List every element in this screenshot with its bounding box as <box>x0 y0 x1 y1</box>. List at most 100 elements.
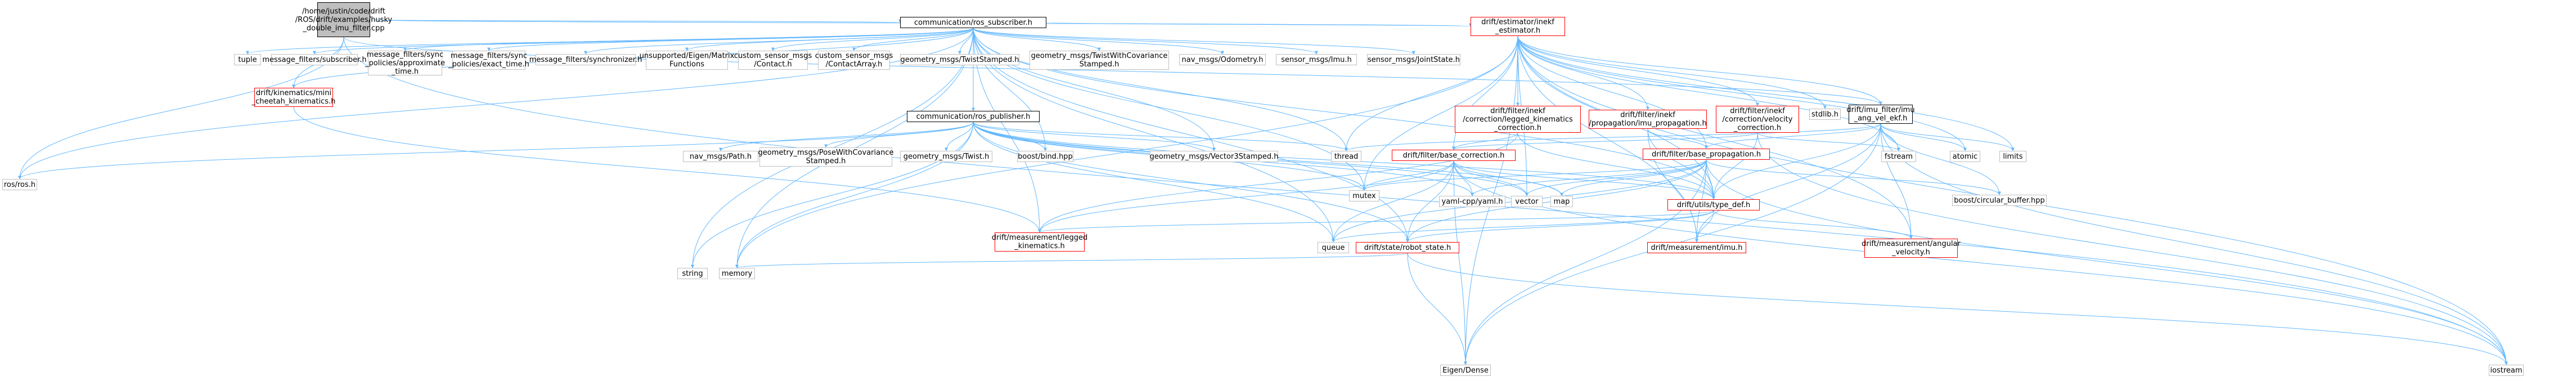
edge-type_def-to-queue <box>1332 210 1714 243</box>
edge-imu_filter-to-circular <box>1880 123 2001 195</box>
node-legged-correction[interactable]: drift/filter/inekf /correction/legged_ki… <box>1455 106 1581 133</box>
edge-base_corr-to-robot_state <box>1406 160 1454 243</box>
node-msg-approx: message_filters/sync _policies/approxima… <box>365 50 445 76</box>
node-base-correction[interactable]: drift/filter/base_correction.h <box>1392 150 1516 161</box>
edge-ros_publisher-to-string <box>691 122 974 268</box>
node-type-def[interactable]: drift/utils/type_def.h <box>1667 199 1760 210</box>
edge-ros_publisher-to-nav_path <box>719 122 974 151</box>
edge-estimator-to-fstream <box>1517 35 1900 151</box>
edge-ros_publisher-to-memory <box>735 122 974 268</box>
edge-imu_filter-to-iostream <box>1880 123 2508 365</box>
node-memory: memory <box>719 268 755 279</box>
node-imu-filter[interactable]: drift/imu_filter/imu _ang_vel_ekf.h <box>1846 105 1915 124</box>
edge-imu_filter-to-thread <box>1345 123 1881 151</box>
edge-base_prop-to-mutex <box>1363 159 1707 191</box>
edge-estimator-to-stdlib <box>1517 35 1827 109</box>
node-angular-velocity[interactable]: drift/measurement/angular _velocity.h <box>1862 239 1961 258</box>
node-root-file: /home/justin/code/drift /ROS/drift/examp… <box>295 2 392 37</box>
node-imu-msg: sensor_msgs/Imu.h <box>1276 54 1357 65</box>
node-odometry: nav_msgs/Odometry.h <box>1179 54 1266 65</box>
edge-ros_publisher-to-pose_cov <box>824 122 974 148</box>
node-twist-cov: geometry_msgs/TwistWithCovariance Stampe… <box>1029 51 1169 70</box>
edge-type_def-to-robot_state <box>1406 210 1714 243</box>
node-queue: queue <box>1318 242 1349 253</box>
node-joint-state: sensor_msgs/JointState.h <box>1367 54 1460 65</box>
node-vector3-stamped: geometry_msgs/Vector3Stamped.h <box>1150 151 1278 162</box>
edge-estimator-to-imu_filter <box>1517 35 1882 105</box>
edge-root-to-ros_subscriber <box>370 19 901 23</box>
edge-imu_filter-to-base_prop <box>1705 123 1881 149</box>
node-ros-ros: ros/ros.h <box>2 179 37 190</box>
edge-vel_corr-to-type_def <box>1712 132 1758 200</box>
node-vector: vector <box>1511 196 1543 207</box>
node-velocity-correction[interactable]: drift/filter/inekf /correction/velocity … <box>1716 106 1799 133</box>
edge-base_prop-to-yaml <box>1471 159 1707 196</box>
node-stdlib: stdlib.h <box>1809 109 1841 120</box>
node-custom-contact-array: custom_sensor_msgs /ContactArray.h <box>815 51 893 70</box>
edge-imu_filter-to-ang_vel <box>1880 123 1913 239</box>
edge-base_corr-to-mutex <box>1363 160 1454 191</box>
edge-estimator-to-memory <box>735 35 1518 268</box>
edge-base_corr-to-eigen_dense <box>1453 160 1467 365</box>
node-imu-propagation[interactable]: drift/filter/inekf /propagation/imu_prop… <box>1589 110 1707 129</box>
edge-type_def-to-legged_kin <box>1038 210 1714 233</box>
edge-ros_subscriber-to-custom_contact <box>771 28 974 51</box>
edge-imu_filter-to-type_def <box>1712 123 1881 200</box>
node-mini-cheetah[interactable]: drift/kinematics/mini _cheetah_kinematic… <box>251 88 336 107</box>
node-base-propagation[interactable]: drift/filter/base_propagation.h <box>1643 149 1770 160</box>
edge-ros_subscriber-to-twist_cov <box>973 28 1101 51</box>
node-mutex: mutex <box>1349 190 1379 201</box>
edge-ros_subscriber-to-joint_state <box>973 28 1415 55</box>
edge-imu_filter-to-meas_imu <box>1695 123 1881 243</box>
node-msg-sync: message_filters/synchronizer.h <box>529 54 642 65</box>
node-msg-subscriber: message_filters/subscriber.h <box>262 54 367 65</box>
edge-ros_subscriber-to-odometry <box>973 28 1224 55</box>
edge-base_prop-to-circular <box>1706 159 2001 195</box>
edge-base_corr-to-legged_kin <box>1038 160 1454 233</box>
edge-estimator-to-ang_vel <box>1517 35 1913 239</box>
edge-type_def-to-meas_imu <box>1695 210 1714 243</box>
node-ros-subscriber[interactable]: communication/ros_subscriber.h <box>900 17 1046 28</box>
edge-base_prop-to-eigen_dense <box>1464 159 1707 365</box>
edge-ros_publisher-to-twist <box>945 122 974 151</box>
node-ros-publisher[interactable]: communication/ros_publisher.h <box>907 111 1040 122</box>
edge-estimator-to-thread <box>1345 35 1518 151</box>
edge-ros_subscriber-to-imu_msg <box>973 28 1318 55</box>
node-fstream: fstream <box>1881 151 1916 162</box>
edge-ros_publisher-to-queue <box>973 122 1335 243</box>
edge-ros_subscriber-to-vector3 <box>973 28 1216 151</box>
edge-imu_prop-to-meas_imu <box>1647 128 1698 243</box>
node-measurement-imu[interactable]: drift/measurement/imu.h <box>1647 242 1746 253</box>
node-atomic: atomic <box>1950 151 1980 162</box>
edge-base_corr-to-queue <box>1332 160 1454 243</box>
edge-robot_state-to-eigen_dense <box>1407 253 1467 365</box>
edge-base_corr-to-vector <box>1453 160 1528 196</box>
edge-ros_subscriber-to-eigen_unsupported <box>685 28 974 51</box>
edge-ros_subscriber-to-estimator <box>1046 22 1472 27</box>
edge-ros_publisher-to-thread <box>973 122 1348 151</box>
node-legged-kinematics[interactable]: drift/measurement/legged _kinematics.h <box>991 232 1088 252</box>
edge-imu_filter-to-atomic <box>1880 123 1967 151</box>
edge-ros_subscriber-to-custom_contact_array <box>852 28 974 51</box>
node-map: map <box>1550 196 1573 207</box>
edge-robot_state-to-memory <box>735 253 1408 268</box>
node-thread: thread <box>1331 151 1361 162</box>
edge-vel_corr-to-base_corr <box>1452 132 1758 150</box>
node-estimator[interactable]: drift/estimator/inekf _estimator.h <box>1471 17 1565 36</box>
node-eigen-unsupported: unsupported/Eigen/Matrix Functions <box>639 51 735 70</box>
node-limits: limits <box>1999 151 2026 162</box>
edge-base_prop-to-iostream <box>1706 159 2508 365</box>
edge-base_corr-to-map <box>1453 160 1563 196</box>
node-string: string <box>677 268 708 279</box>
edge-estimator-to-vel_corr <box>1517 35 1759 106</box>
edge-imu_prop-to-type_def <box>1647 128 1715 200</box>
edge-type_def-to-ang_vel <box>1713 210 1913 239</box>
edge-ros_subscriber-to-boost_bind <box>973 28 1047 151</box>
node-circular-buffer: boost/circular_buffer.hpp <box>1952 195 2047 206</box>
node-eigen-dense: Eigen/Dense <box>1440 365 1491 376</box>
edge-estimator-to-imu_prop <box>1517 35 1649 110</box>
node-twist: geometry_msgs/Twist.h <box>900 151 992 162</box>
node-robot-state[interactable]: drift/state/robot_state.h <box>1356 242 1459 253</box>
edge-base_corr-to-type_def <box>1453 160 1715 200</box>
edge-imu_filter-to-limits <box>1880 123 2015 151</box>
